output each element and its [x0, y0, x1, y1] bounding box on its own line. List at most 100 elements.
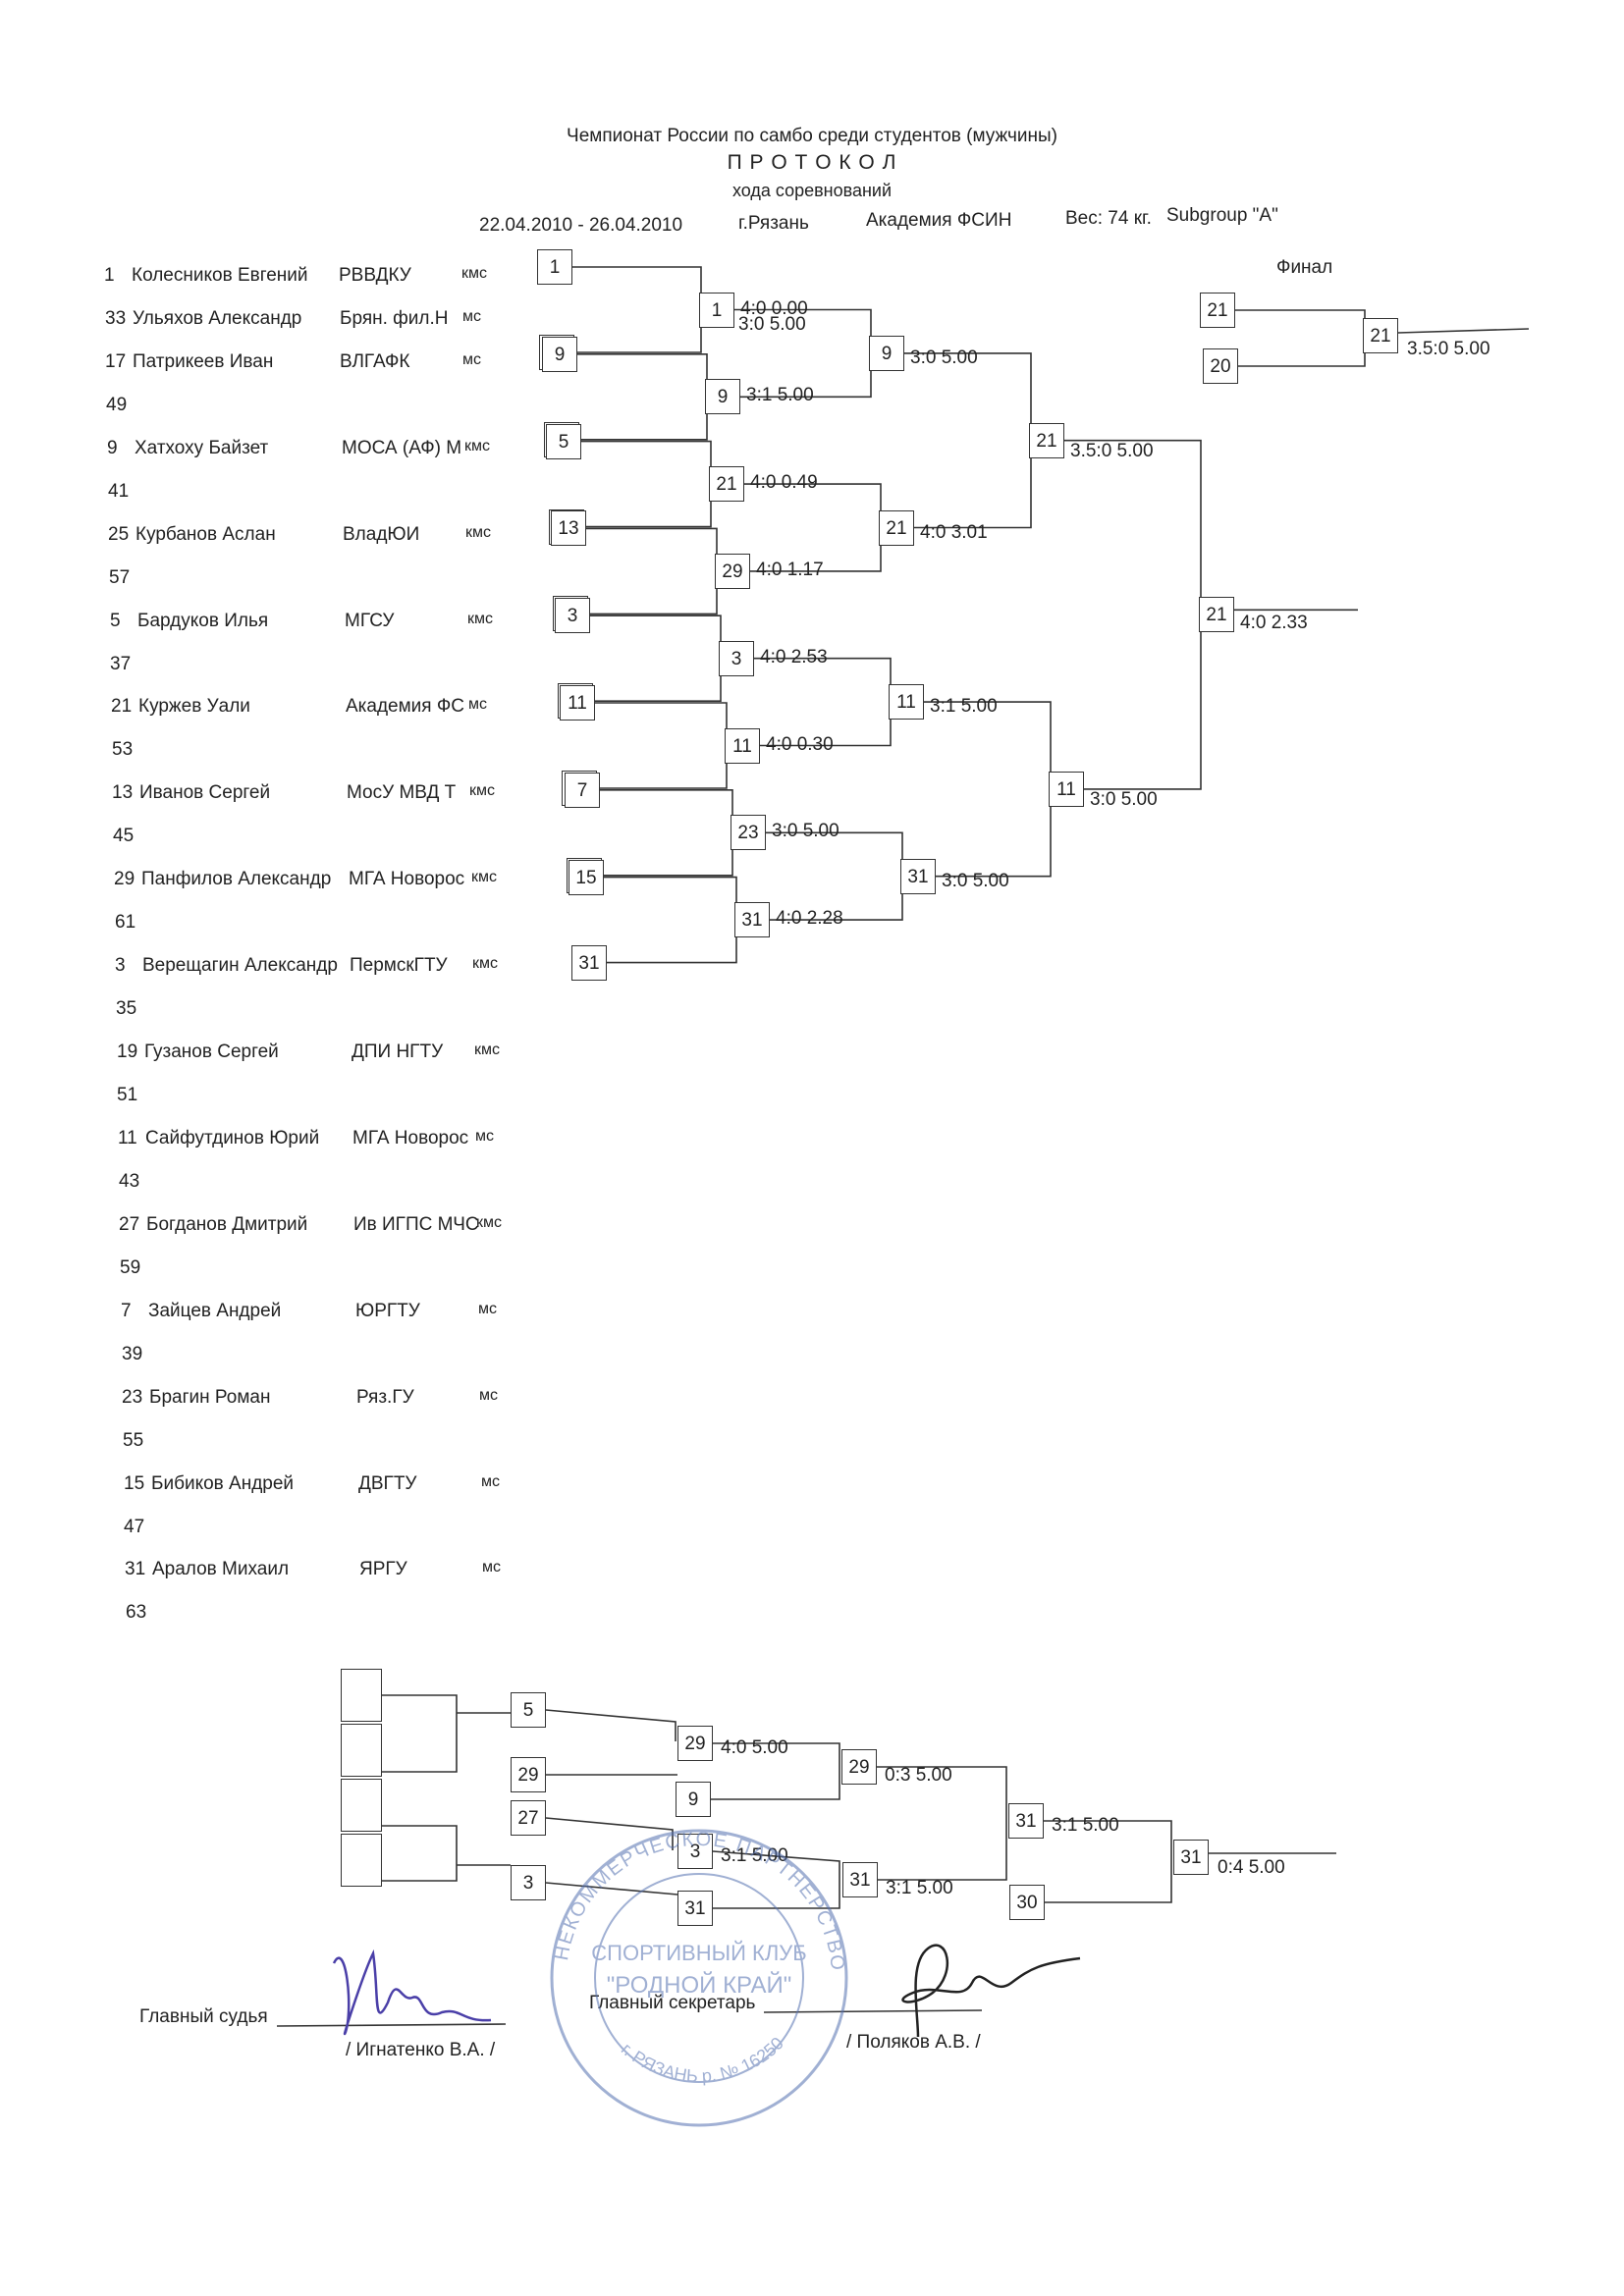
participant-number: 27	[119, 1214, 140, 1235]
repechage-round4-score: 3:1 5.00	[1052, 1815, 1119, 1836]
round2-score: 4:0 2.28	[776, 908, 843, 930]
round1-competitor-box: 5	[546, 423, 581, 459]
repechage-round1-box: 5	[511, 1692, 546, 1728]
competition-city: г.Рязань	[738, 213, 809, 234]
repechage-round3-box: 29	[841, 1749, 877, 1785]
protocol-heading: П Р О Т О К О Л	[727, 151, 897, 174]
participant-number: 31	[125, 1559, 146, 1579]
participant-number: 9	[107, 438, 118, 458]
participant-club: ВладЮИ	[343, 524, 420, 545]
round2-winner-box: 31	[734, 902, 770, 938]
participant-number: 59	[120, 1257, 141, 1278]
participant-number: 35	[116, 998, 137, 1019]
participant-rank: кмс	[461, 265, 487, 282]
final-competitor-box: 20	[1203, 348, 1238, 384]
secretary-name: / Поляков А.В. /	[846, 2032, 981, 2053]
round2-winner-box: 11	[725, 727, 760, 764]
participant-number: 49	[106, 395, 128, 415]
protocol-subtitle: хода соревнований	[731, 181, 893, 200]
participant-name: Сайфутдинов Юрий	[145, 1128, 320, 1148]
final-label: Финал	[1276, 257, 1333, 278]
round2-winner-box: 1	[699, 292, 734, 328]
participant-name: Верещагин Александр	[142, 955, 338, 976]
participant-club: МГСУ	[345, 611, 395, 631]
round1-competitor-box: 7	[565, 772, 600, 808]
participant-number: 3	[115, 955, 126, 976]
bracket-connector	[545, 1709, 677, 1741]
round3-score: 3:0 5.00	[910, 347, 978, 368]
repechage-empty-cell	[341, 1669, 382, 1722]
repechage-empty-cell	[341, 1834, 382, 1887]
bracket-connector	[545, 1882, 678, 1896]
bracket-connector	[382, 1825, 458, 1882]
round1-competitor-box: 15	[568, 859, 604, 895]
participant-number: 63	[126, 1602, 147, 1623]
round3-score: 3:0 5.00	[942, 870, 1009, 891]
round3-winner-box: 9	[869, 335, 904, 371]
participant-club: ВЛГАФК	[340, 351, 410, 372]
participant-rank: кмс	[464, 438, 490, 454]
participant-number: 7	[121, 1301, 132, 1321]
svg-text:г. РЯЗАНЬ р. № 16250: г. РЯЗАНЬ р. № 16250	[618, 2033, 787, 2086]
bracket-connector	[276, 2023, 507, 2027]
participant-number: 23	[122, 1387, 143, 1408]
participant-number: 43	[119, 1171, 140, 1192]
participant-name: Брагин Роман	[149, 1387, 271, 1408]
participant-number: 13	[112, 782, 134, 803]
repechage-round2-box: 31	[677, 1891, 713, 1926]
final-competitor-box: 21	[1200, 293, 1235, 328]
repechage-round2-box: 3	[677, 1834, 713, 1869]
participant-number: 37	[110, 654, 132, 674]
bracket-connector	[382, 1694, 458, 1773]
round2-score: 3:0 5.00	[772, 821, 839, 842]
round2-score: 4:0 0.49	[750, 472, 818, 494]
round1-competitor-box: 13	[551, 510, 586, 547]
participant-number: 19	[117, 1041, 138, 1062]
round2-score: 4:0 0.30	[766, 733, 834, 755]
round5-score: 4:0 2.33	[1240, 613, 1308, 634]
round3-winner-box: 31	[900, 858, 936, 894]
participant-name: Куржев Уали	[138, 696, 250, 717]
repechage-round5-score: 0:4 5.00	[1218, 1857, 1285, 1878]
round1-competitor-box: 9	[542, 336, 577, 372]
participant-number: 33	[105, 308, 127, 329]
participant-club: РВВДКУ	[339, 265, 411, 286]
participant-rank: кмс	[469, 782, 495, 799]
stamp-inner-top: СПОРТИВНЫЙ КЛУБ	[591, 1941, 806, 1965]
subgroup-label: Subgroup "A"	[1166, 205, 1278, 226]
round3-winner-box: 11	[889, 684, 924, 721]
participant-rank: кмс	[474, 1041, 500, 1058]
participant-number: 5	[110, 611, 121, 631]
repechage-round2-score: 4:0 5.00	[721, 1737, 788, 1758]
participant-club: Ив ИГПС МЧС	[353, 1214, 479, 1235]
repechage-round2-box: 9	[676, 1782, 711, 1817]
participant-club: ДВГТУ	[358, 1473, 417, 1494]
competition-dates: 22.04.2010 - 26.04.2010	[479, 215, 683, 236]
round4-score: 3:0 5.00	[1090, 788, 1158, 810]
participant-rank: мс	[481, 1473, 500, 1490]
round2-winner-box: 9	[705, 379, 740, 415]
weight-class: Вес: 74 кг.	[1065, 208, 1152, 229]
judge-label: Главный судья	[139, 2006, 268, 2027]
participant-number: 25	[108, 524, 130, 545]
participant-name: Курбанов Аслан	[135, 524, 276, 545]
participant-number: 17	[105, 351, 127, 372]
repechage-empty-cell	[341, 1779, 382, 1832]
participant-number: 11	[118, 1128, 137, 1148]
participant-number: 47	[124, 1517, 145, 1537]
participant-rank: мс	[462, 351, 481, 368]
round3-score: 4:0 3.01	[920, 521, 988, 543]
round4-score: 3.5:0 5.00	[1070, 440, 1154, 461]
stamp-inner-mid: "РОДНОЙ КРАЙ"	[607, 1971, 791, 1999]
participant-club: Академия ФС	[346, 696, 465, 717]
participant-name: Патрикеев Иван	[133, 351, 274, 372]
bracket-connector	[877, 1766, 1007, 1881]
participant-number: 15	[124, 1473, 145, 1494]
participant-name: Бибиков Андрей	[151, 1473, 295, 1494]
repechage-round2-box: 29	[677, 1726, 713, 1761]
participant-number: 41	[108, 481, 130, 502]
repechage-round3-box: 31	[842, 1862, 878, 1897]
participant-name: Панфилов Александр	[141, 869, 332, 889]
participant-number: 57	[109, 567, 131, 588]
